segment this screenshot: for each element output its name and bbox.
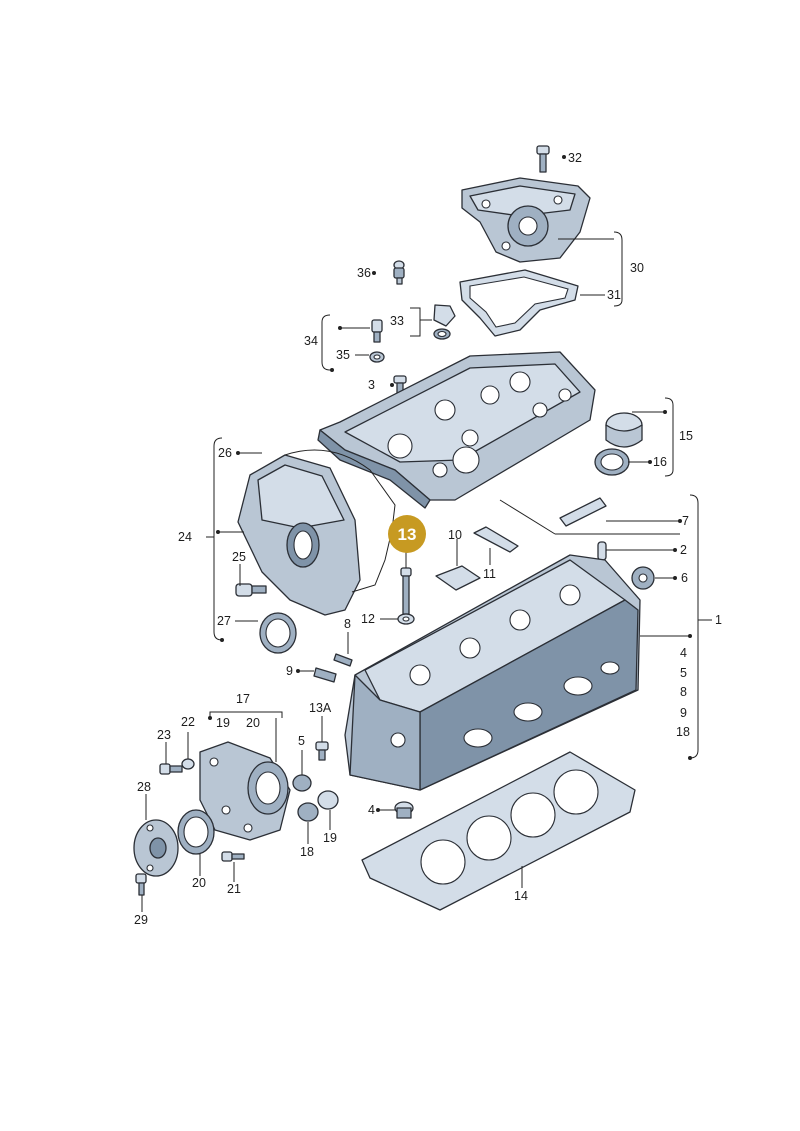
part-4-bushing [394,801,414,819]
label-19b: 19 [323,831,337,845]
part-29-bolt [135,873,147,896]
part-27-seal [259,612,297,654]
label-16: 16 [653,455,667,469]
part-22-washer [181,758,195,770]
part-camshaft-cover [317,351,596,509]
label-32: 32 [568,151,582,165]
label-18: 18 [676,725,690,739]
label-19: 19 [216,716,230,730]
part-8-spring [333,653,353,667]
svg-text:13: 13 [398,525,417,544]
part-26-timing-cover [237,454,361,616]
part-25-bolt [235,583,267,597]
part-34-valve [369,319,385,363]
part-33-plug [433,304,456,340]
part-18-cap [297,802,319,822]
label-1: 1 [715,613,722,627]
label-5: 5 [680,666,687,680]
label-15: 15 [679,429,693,443]
label-27: 27 [217,614,231,628]
part-23-bolt [159,763,183,775]
label-6: 6 [681,571,688,585]
label-34: 34 [304,334,318,348]
label-23: 23 [157,728,171,742]
part-19-cap [317,790,339,810]
label-29: 29 [134,913,148,927]
label-35: 35 [336,348,350,362]
part-28-pump-flange [133,819,179,877]
part-17-housing [199,741,291,841]
label-9b: 9 [680,706,687,720]
part-16-seal [594,448,630,476]
label-17: 17 [236,692,250,706]
label-20: 20 [246,716,260,730]
label-8: 8 [344,617,351,631]
label-30: 30 [630,261,644,275]
label-26: 26 [218,446,232,460]
part-9-spring [313,667,337,683]
label-4b: 4 [368,803,375,817]
label-7: 7 [682,514,689,528]
part-15-oil-cap [605,412,643,448]
label-31: 31 [607,288,621,302]
label-14: 14 [514,889,528,903]
leader-dots [208,155,692,812]
part-5-cap [292,774,312,792]
label-12: 12 [361,612,375,626]
label-9: 9 [286,664,293,678]
label-20b: 20 [192,876,206,890]
part-21-bolt [221,851,245,862]
callout-labels: 32 30 31 36 33 34 35 3 15 16 26 7 24 2 1… [134,151,722,927]
highlight-badge-13[interactable]: 13 [388,515,426,553]
part-32-bolt [536,145,550,173]
part-30-pump-housing [461,177,591,263]
part-10-clip [435,565,481,591]
part-2-bushing [597,541,607,561]
label-3: 3 [368,378,375,392]
part-13a-bolt [315,741,329,761]
label-24: 24 [178,530,192,544]
label-10: 10 [448,528,462,542]
label-22: 22 [181,715,195,729]
part-36-sensor [393,260,405,285]
part-7-pin [559,497,607,527]
label-4: 4 [680,646,687,660]
part-1-cylinder-head [344,554,641,791]
label-2: 2 [680,543,687,557]
label-18b: 18 [300,845,314,859]
label-8b: 8 [680,685,687,699]
label-21: 21 [227,882,241,896]
label-33: 33 [390,314,404,328]
part-12-washer [397,613,415,625]
label-28: 28 [137,780,151,794]
part-6-gear [631,566,655,590]
label-36: 36 [357,266,371,280]
label-5b: 5 [298,734,305,748]
label-25: 25 [232,550,246,564]
part-13-bolt [400,567,412,615]
label-11: 11 [483,567,496,581]
part-14-head-gasket [361,751,636,911]
label-13a: 13A [309,701,332,715]
part-20-seal [177,809,215,855]
part-11-guide [473,526,519,553]
part-31-gasket [459,269,579,337]
